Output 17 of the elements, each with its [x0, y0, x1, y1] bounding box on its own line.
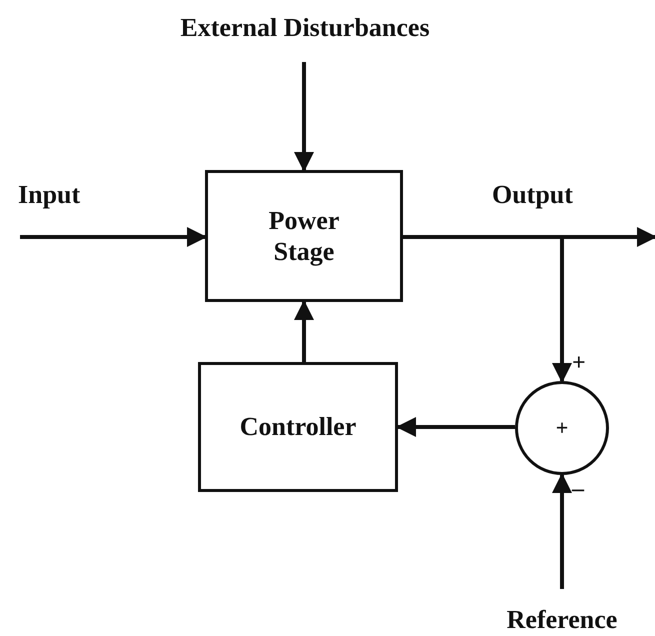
- arrow: [20, 227, 207, 247]
- signal-text: Reference: [487, 603, 637, 636]
- arrow: [403, 235, 572, 383]
- arrow: [396, 417, 515, 437]
- sum-sign: +: [556, 414, 568, 442]
- sign-label: –: [572, 476, 584, 503]
- arrow: [294, 300, 314, 362]
- block-label: Power Stage: [268, 204, 340, 268]
- arrow: [294, 62, 314, 172]
- edge-label: Output: [492, 180, 573, 210]
- arrow: [552, 473, 572, 589]
- process-box: [198, 362, 398, 492]
- signal-text: External Disturbances: [140, 8, 470, 48]
- edge-label: Input: [18, 180, 80, 210]
- sign-label: +: [572, 350, 586, 377]
- block-label: Controller: [238, 411, 358, 443]
- process-box: [205, 170, 403, 302]
